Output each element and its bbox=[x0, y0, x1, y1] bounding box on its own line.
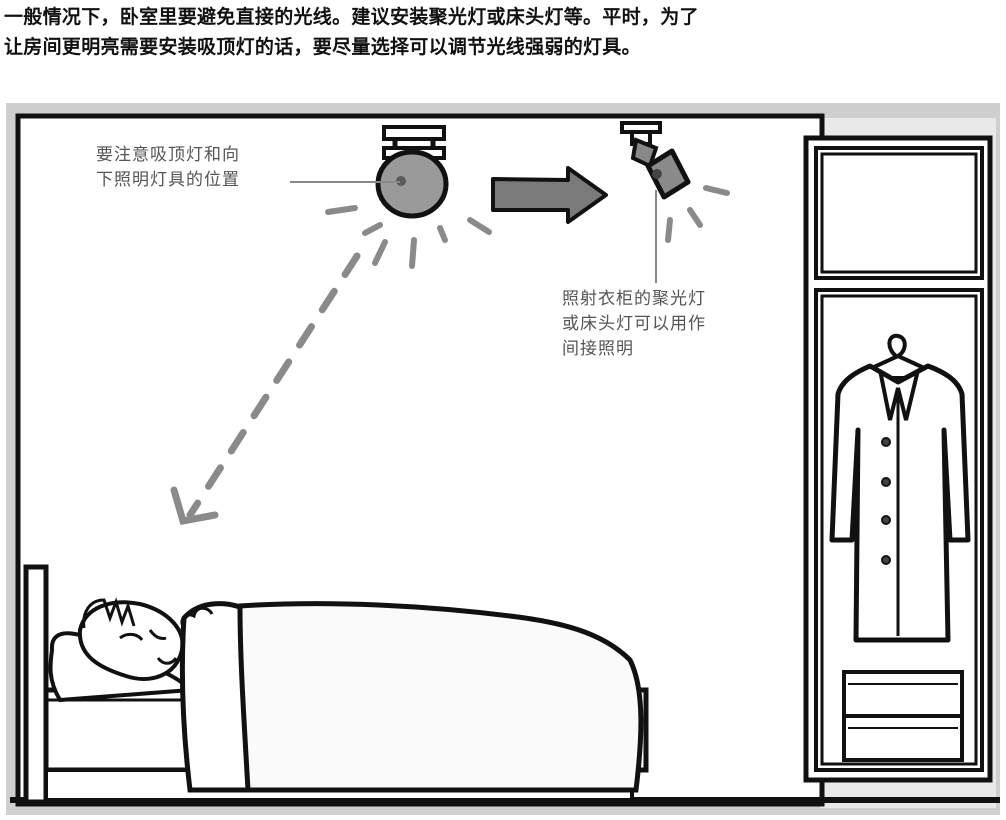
coat-icon bbox=[829, 333, 971, 643]
spotlight-rays bbox=[665, 185, 730, 243]
spotlight-label-line-3: 间接照明 bbox=[562, 339, 634, 359]
ceiling-light-rays bbox=[325, 205, 492, 269]
intro-line-1: 一般情况下，卧室里要避免直接的光线。建议安装聚光灯或床头灯等。平时，为了 bbox=[4, 6, 699, 28]
light-beam-arrow bbox=[170, 252, 361, 526]
intro-text: 一般情况下，卧室里要避免直接的光线。建议安装聚光灯或床头灯等。平时，为了 让房间… bbox=[4, 2, 1004, 62]
ceiling-light-label: 要注意吸顶灯和向 下照明灯具的位置 bbox=[96, 143, 240, 193]
blanket bbox=[179, 601, 644, 793]
ceiling-light-icon bbox=[375, 125, 449, 219]
intro-line-2: 让房间更明亮需要安装吸顶灯的话，要尽量选择可以调节光线强弱的灯具。 bbox=[4, 36, 641, 58]
spotlight-icon bbox=[620, 121, 691, 200]
ceiling-light-label-line-2: 下照明灯具的位置 bbox=[96, 170, 240, 190]
spotlight-label-line-1: 照射衣柜的聚光灯 bbox=[562, 289, 706, 309]
arrow-right-icon bbox=[491, 166, 608, 224]
ceiling-light-label-line-1: 要注意吸顶灯和向 bbox=[96, 145, 240, 165]
spotlight-label: 照射衣柜的聚光灯 或床头灯可以用作 间接照明 bbox=[562, 287, 706, 362]
spotlight-label-line-2: 或床头灯可以用作 bbox=[562, 314, 706, 334]
sleeping-person-icon bbox=[77, 597, 185, 681]
